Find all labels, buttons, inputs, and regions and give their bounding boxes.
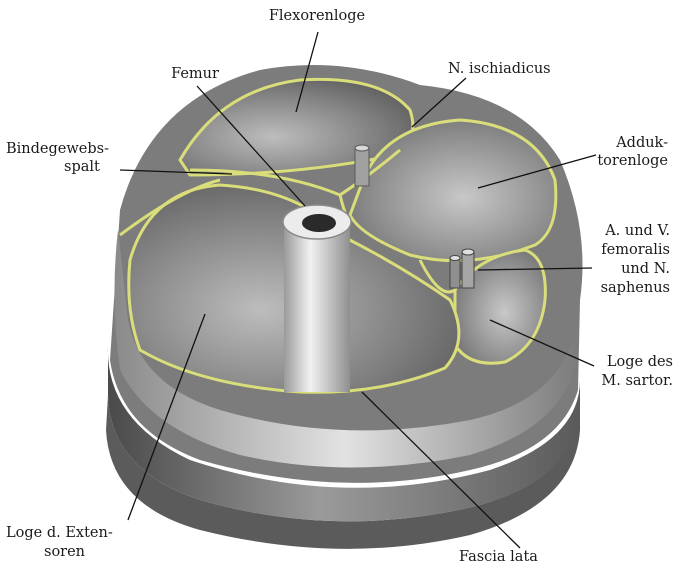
label-femoralis-line2: femoralis — [560, 241, 670, 259]
label-n-ischiadicus: N. ischiadicus — [448, 60, 551, 78]
label-extensoren-line2: soren — [44, 543, 85, 561]
label-adduktorenloge-line2: torenloge — [560, 152, 668, 170]
label-fascia-lata: Fascia lata — [459, 548, 538, 566]
sciatic-nerve — [355, 145, 369, 186]
label-sartor-line2: M. sartor. — [560, 372, 673, 390]
label-femoralis-line4: saphenus — [560, 279, 670, 297]
label-adduktorenloge-line1: Adduk- — [560, 134, 668, 152]
label-femoralis-line1: A. und V. — [560, 222, 670, 240]
label-bindegewebsspalt-line2: spalt — [64, 158, 100, 176]
label-femur: Femur — [150, 65, 240, 83]
femur — [283, 205, 351, 392]
label-extensoren-line1: Loge d. Exten- — [6, 524, 113, 542]
label-flexorenloge: Flexorenloge — [252, 7, 382, 25]
label-bindegewebsspalt-line1: Bindegewebs- — [6, 140, 109, 158]
label-sartor-line1: Loge des — [560, 353, 673, 371]
label-femoralis-line3: und N. — [560, 260, 670, 278]
